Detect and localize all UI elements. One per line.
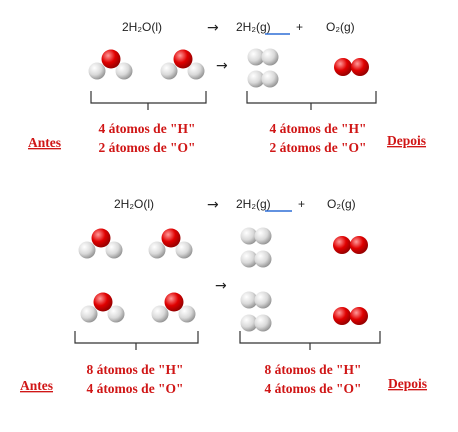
top-eq-product1: 2H₂(g)	[236, 20, 271, 34]
top-right-bracket	[246, 91, 377, 110]
water-molecule	[88, 49, 133, 80]
bottom-eq-product1: 2H₂(g)	[236, 197, 271, 211]
bottom-after-label: Depois	[388, 376, 427, 391]
top-eq-product2: O₂(g)	[326, 20, 355, 34]
top-left-line-1: 4 átomos de "H"	[98, 121, 195, 136]
water-molecule	[80, 292, 125, 323]
top-right-line-2: 2 átomos de "O"	[269, 140, 366, 155]
top-molecule-arrow: →	[216, 58, 228, 74]
hydrogen-molecule	[240, 314, 272, 332]
top-left-line-2: 2 átomos de "O"	[98, 140, 195, 155]
bottom-right-bracket	[239, 331, 381, 350]
water-molecule	[148, 228, 193, 259]
hydrogen-molecule	[247, 70, 279, 88]
water-molecule	[78, 228, 123, 259]
oxygen-molecule	[334, 58, 369, 76]
water-molecule	[160, 49, 205, 80]
oxygen-molecule	[333, 307, 368, 325]
bottom-left-line-2: 4 átomos de "O"	[86, 381, 183, 396]
bottom-eq-arrow: →	[207, 197, 219, 213]
bottom-panel: 2H₂O(l) → 2H₂(g) + O₂(g) →	[20, 197, 427, 396]
bottom-right-line-1: 8 átomos de "H"	[264, 362, 361, 377]
hydrogen-molecule	[240, 291, 272, 309]
top-left-bracket	[90, 91, 207, 110]
top-eq-arrow: →	[207, 20, 219, 36]
top-eq-reactant: 2H₂O(l)	[122, 20, 162, 34]
bottom-left-bracket	[74, 331, 199, 350]
bottom-eq-product2: O₂(g)	[327, 197, 356, 211]
hydrogen-molecule	[240, 250, 272, 268]
bottom-eq-reactant: 2H₂O(l)	[114, 197, 154, 211]
hydrogen-molecule	[247, 48, 279, 66]
bottom-left-line-1: 8 átomos de "H"	[86, 362, 183, 377]
top-before-label: Antes	[28, 135, 61, 150]
top-eq-plus: +	[296, 20, 303, 34]
top-after-label: Depois	[387, 133, 426, 148]
bottom-before-label: Antes	[20, 378, 53, 393]
oxygen-molecule	[333, 236, 368, 254]
top-right-line-1: 4 átomos de "H"	[269, 121, 366, 136]
bottom-right-line-2: 4 átomos de "O"	[264, 381, 361, 396]
hydrogen-molecule	[240, 227, 272, 245]
bottom-eq-plus: +	[298, 197, 305, 211]
top-panel: 2H₂O(l) → 2H₂(g) + O₂(g) →	[28, 20, 426, 155]
bottom-molecule-arrow: →	[215, 278, 227, 294]
water-molecule	[151, 292, 196, 323]
